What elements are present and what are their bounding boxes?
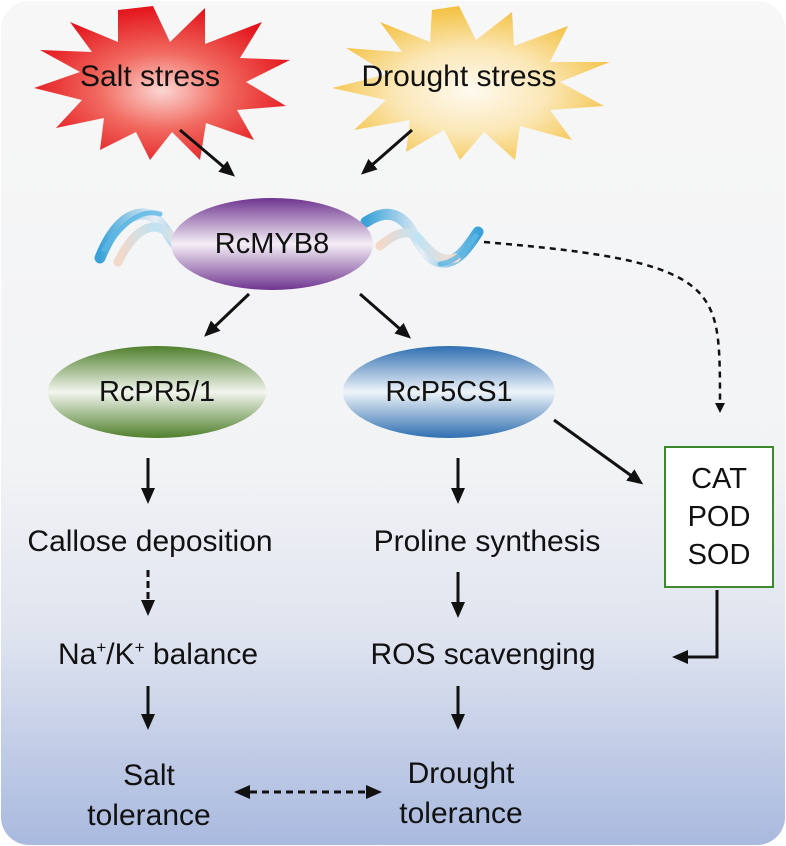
- salt-stress-label: Salt stress: [79, 60, 221, 93]
- salt-stress-burst: [34, 6, 290, 160]
- rcp5cs1-oval: [343, 346, 555, 438]
- arrow-p5cs-to-enzymes: [553, 418, 644, 485]
- ros-scavenging-label: ROS scavenging: [370, 638, 596, 671]
- drought-tolerance-line1: Drought: [407, 757, 515, 790]
- salt-tolerance-label: Salt tolerance: [87, 756, 210, 836]
- na-k-balance-label: Na+/K+ balance: [58, 638, 258, 672]
- rcmyb8-oval: [171, 198, 373, 290]
- arrow-salt-to-tf: [179, 128, 236, 177]
- enzyme-sod: SOD: [687, 539, 751, 571]
- arrow-tf-to-p5cs: [359, 292, 412, 339]
- drought-tolerance-line2: tolerance: [399, 797, 523, 830]
- enzymes-box: CAT POD SOD: [664, 446, 774, 588]
- arrow-tf-to-pr: [204, 292, 251, 337]
- rcpr51-label: RcPR5/1: [98, 376, 216, 408]
- drought-stress-label: Drought stress: [361, 60, 557, 93]
- rcmyb8-label: RcMYB8: [214, 228, 330, 260]
- proline-synthesis-label: Proline synthesis: [373, 525, 601, 558]
- k-charge: +: [134, 638, 145, 657]
- rcpr51-oval: [48, 346, 266, 438]
- callose-deposition-label: Callose deposition: [27, 525, 273, 558]
- na-charge: +: [96, 638, 107, 657]
- enzyme-pod: POD: [687, 501, 751, 533]
- balance-text: balance: [144, 638, 259, 671]
- enzyme-cat: CAT: [691, 463, 747, 495]
- salt-tolerance-line1: Salt: [123, 759, 175, 792]
- k-text: /K: [106, 638, 135, 671]
- dna-helix-right: [360, 208, 484, 268]
- dashed-arrow-tf-to-enzymes: [483, 240, 725, 413]
- arrow-drought-to-tf: [360, 128, 413, 175]
- rcp5cs1-label: RcP5CS1: [385, 376, 513, 408]
- arrow-enzymes-to-ros: [672, 590, 719, 664]
- drought-tolerance-label: Drought tolerance: [399, 754, 522, 834]
- na-text: Na: [57, 638, 97, 671]
- drought-stress-burst: [332, 6, 610, 160]
- salt-tolerance-line2: tolerance: [87, 799, 211, 832]
